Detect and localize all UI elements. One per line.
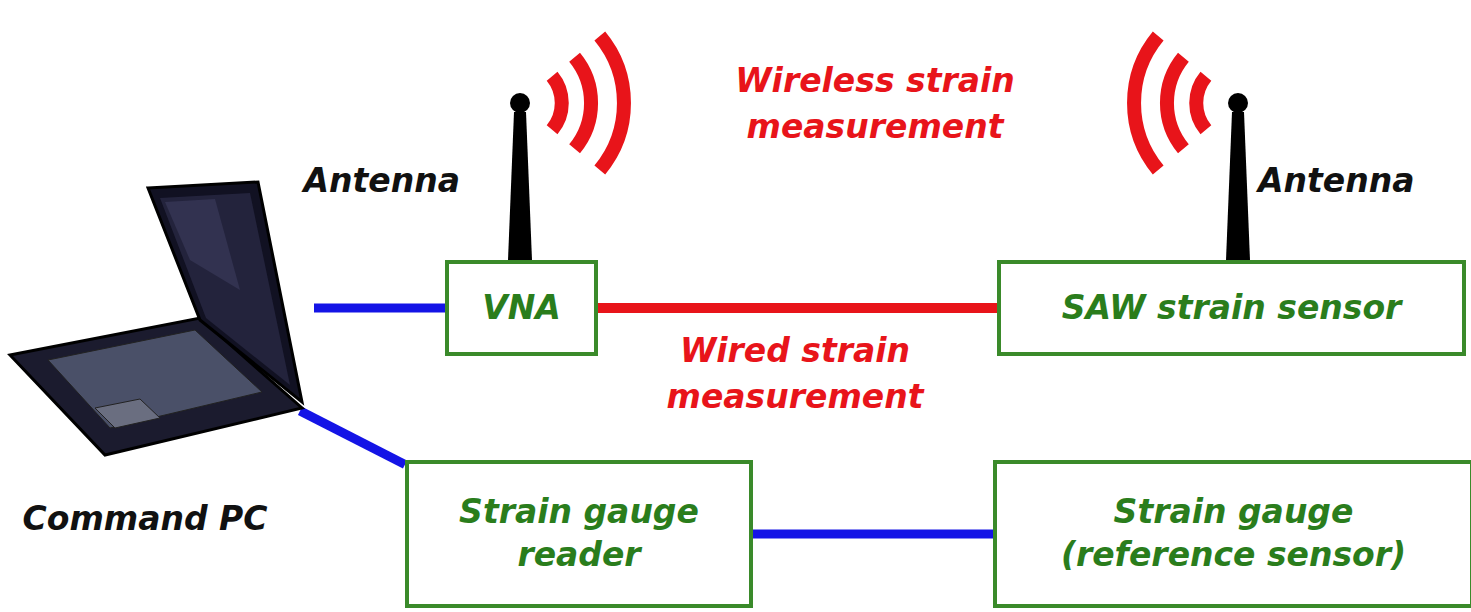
process-box: SAW strain sensor: [997, 260, 1466, 356]
connector-line: [598, 303, 997, 313]
link-label: Wireless strain measurement: [680, 58, 1070, 150]
saw-antenna: [1134, 36, 1250, 260]
box-text: Strain gauge reader: [409, 491, 749, 577]
process-box: Strain gauge (reference sensor): [993, 460, 1471, 608]
device-label: Command PC: [0, 498, 290, 541]
box-text: VNA: [466, 287, 577, 330]
antenna-label: Antenna: [1258, 158, 1458, 204]
connector-line: [314, 304, 445, 313]
process-box: VNA: [445, 260, 598, 356]
laptop-icon: [0, 180, 314, 480]
antenna-label: Antenna: [270, 158, 460, 204]
connector-line: [300, 411, 405, 465]
box-text: Strain gauge (reference sensor): [997, 491, 1470, 577]
vna-antenna: [508, 36, 624, 260]
connector-line: [753, 530, 993, 539]
edge-label: Wired strain measurement: [590, 328, 1000, 420]
box-text: SAW strain sensor: [1046, 287, 1418, 330]
laptop-node: Command PC: [0, 180, 314, 570]
process-box: Strain gauge reader: [405, 460, 753, 608]
